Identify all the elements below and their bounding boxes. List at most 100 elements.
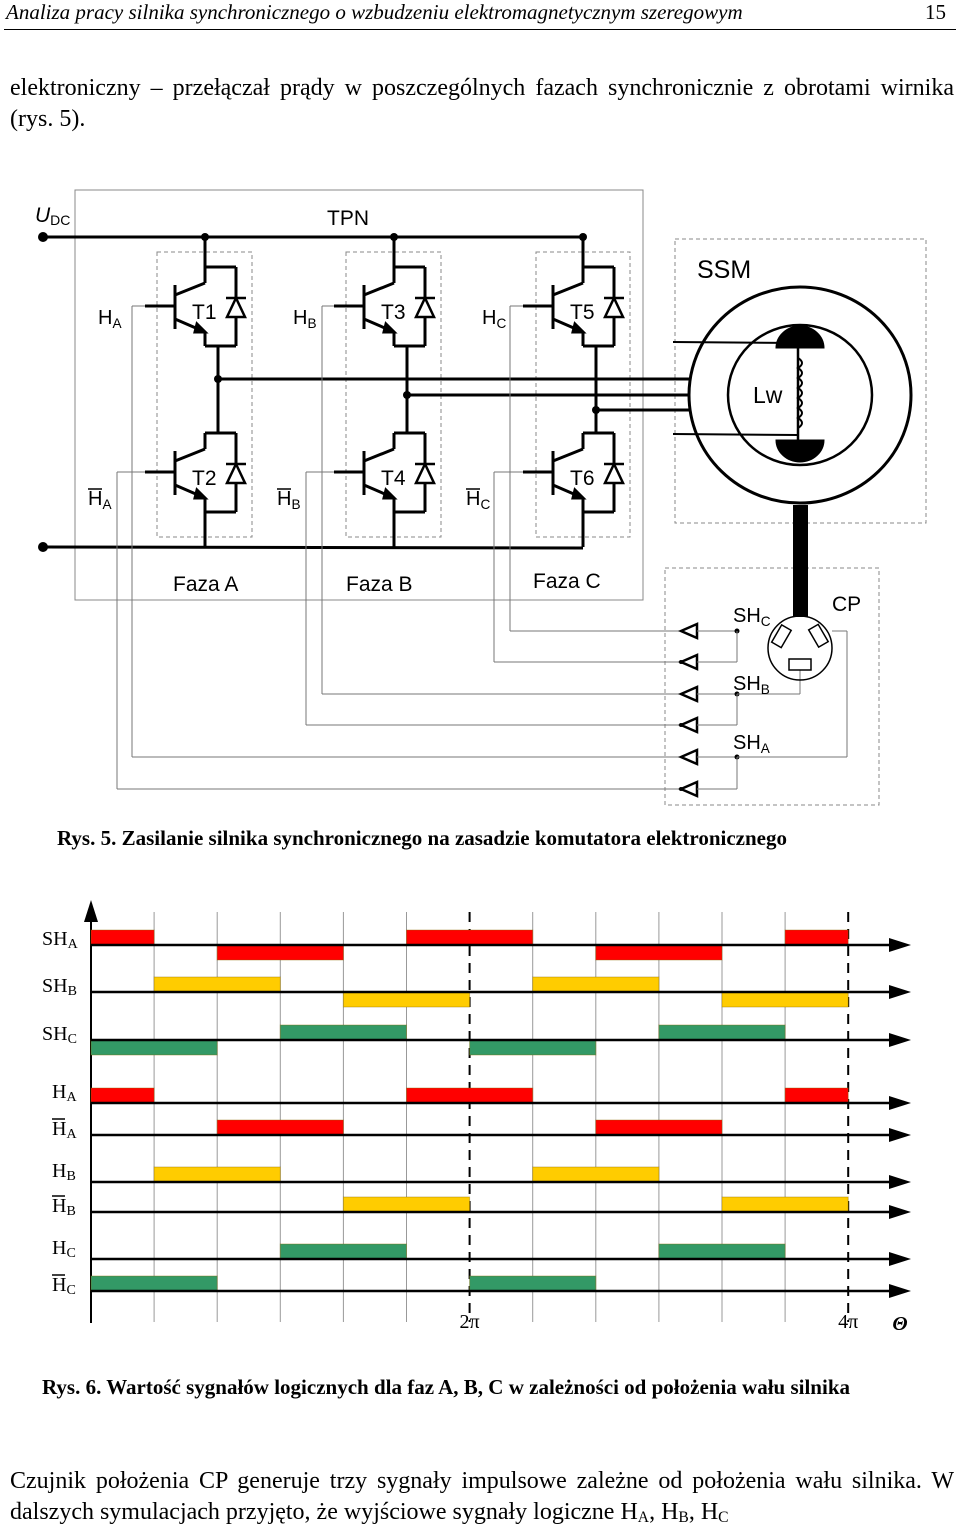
signal-high-bar <box>153 1166 281 1183</box>
closing-paragraph: Czujnik położenia CP generuje trzy sygna… <box>10 1468 954 1526</box>
page-number: 15 <box>925 0 946 24</box>
phase-dashed-boxes <box>156 238 927 806</box>
axis-arrow <box>889 1205 911 1219</box>
transistor-t1 <box>145 265 247 348</box>
axis-arrow <box>889 938 911 952</box>
signal-label: HA <box>52 1081 77 1105</box>
transistor-label: T5 <box>570 301 595 324</box>
rotor-pole-top <box>775 325 825 349</box>
signal-high-bar <box>532 1166 660 1183</box>
signal-high-bar <box>406 929 534 946</box>
junction-dot <box>679 660 683 664</box>
header-rule <box>4 29 956 30</box>
signal-low-bar <box>342 991 471 1008</box>
junction-dot <box>679 787 683 791</box>
signal-high-bar <box>658 1243 786 1260</box>
junction-dot <box>592 406 600 414</box>
signal-label: HB <box>52 1195 76 1219</box>
signal-low-bar <box>469 1039 597 1056</box>
emitter-arrow <box>571 321 587 334</box>
signal-high-bar <box>532 976 660 993</box>
transistor-label: T6 <box>570 467 595 490</box>
y-axis-arrow <box>84 900 98 922</box>
transistor-t6 <box>523 431 625 514</box>
sensor-label: SHC <box>733 605 771 629</box>
gate-label-inverted: HB <box>277 488 301 512</box>
junction-dot <box>403 391 411 399</box>
axis-arrow <box>889 1033 911 1047</box>
terminal-dot <box>38 232 48 242</box>
axis-arrow <box>889 1284 911 1298</box>
signal-label: SHC <box>42 1023 77 1047</box>
emitter-arrow <box>193 321 209 334</box>
phase-label: Faza B <box>346 573 413 596</box>
signal-high-bar <box>784 929 849 946</box>
x-tick-label: 2π <box>460 1311 480 1333</box>
field-winding-icon <box>796 357 803 429</box>
gate-label-inverted: HC <box>466 488 490 512</box>
buffer-triangle-icon <box>677 653 699 671</box>
diode-icon <box>414 461 436 485</box>
signal-high-bar <box>342 1196 471 1213</box>
signal-low-bar <box>90 1039 218 1056</box>
terminal-dot <box>38 542 48 552</box>
x-axis-label: Θ <box>892 1313 907 1335</box>
signal-high-bar <box>721 1196 849 1213</box>
signal-high-bar <box>279 1243 407 1260</box>
dc-negative-rail <box>42 545 584 550</box>
axis-arrow <box>889 1252 911 1266</box>
signal-label: SHA <box>42 928 79 952</box>
emitter-arrow <box>571 487 587 500</box>
gate-label: HC <box>482 307 506 331</box>
transistor-label: T2 <box>192 467 217 490</box>
signal-high-bar <box>90 1087 155 1104</box>
axis-arrow <box>889 985 911 999</box>
buffer-triangle-icon <box>677 716 699 734</box>
emitter-arrow <box>193 487 209 500</box>
tpn-label: TPN <box>327 207 369 230</box>
signal-high-bar <box>469 1275 597 1292</box>
signal-high-bar <box>406 1087 534 1104</box>
figure5-caption: Rys. 5. Zasilanie silnika synchroniczneg… <box>57 826 787 850</box>
signal-high-bar <box>658 1024 786 1041</box>
sensor-label: SHA <box>733 732 771 756</box>
signal-high-bar <box>153 976 281 993</box>
motor-shaft <box>793 505 808 617</box>
axis-arrow <box>889 1175 911 1189</box>
transistor-label: T3 <box>381 301 406 324</box>
phase-label: Faza C <box>533 570 601 593</box>
gate-label: HB <box>293 307 317 331</box>
transistor-t3 <box>334 265 436 348</box>
signal-low-bar <box>595 944 723 961</box>
transistor-label: T4 <box>381 467 406 490</box>
emitter-arrow <box>382 321 398 334</box>
signal-label: HB <box>52 1160 76 1184</box>
signal-low-bar <box>721 991 849 1008</box>
buffer-triangle-icon <box>677 685 699 703</box>
junction-dot <box>679 723 683 727</box>
axis-arrow <box>889 1128 911 1142</box>
transistor-t2 <box>145 431 247 514</box>
signal-high-bar <box>216 1119 344 1136</box>
figure6-caption: Rys. 6. Wartość sygnałów logicznych dla … <box>42 1375 850 1399</box>
buffer-triangle-icon <box>677 780 699 798</box>
signal-label: SHB <box>42 975 77 999</box>
diode-icon <box>414 295 436 319</box>
diode-icon <box>225 295 247 319</box>
diode-icon <box>603 461 625 485</box>
signal-label: HC <box>52 1274 76 1298</box>
position-sensor <box>767 615 833 681</box>
signal-low-bar <box>216 944 344 961</box>
rotor-pole-bottom <box>775 439 825 463</box>
buffer-triangle-icon <box>677 748 699 766</box>
x-tick-label: 4π <box>838 1311 858 1333</box>
signal-label: HA <box>52 1118 77 1142</box>
sensor-label: SHB <box>733 673 770 697</box>
signal-high-bar <box>90 1275 218 1292</box>
signal-high-bar <box>90 929 155 946</box>
udc-label: UDC <box>35 204 70 228</box>
gate-label: HA <box>98 307 122 331</box>
transistor-t5 <box>523 265 625 348</box>
